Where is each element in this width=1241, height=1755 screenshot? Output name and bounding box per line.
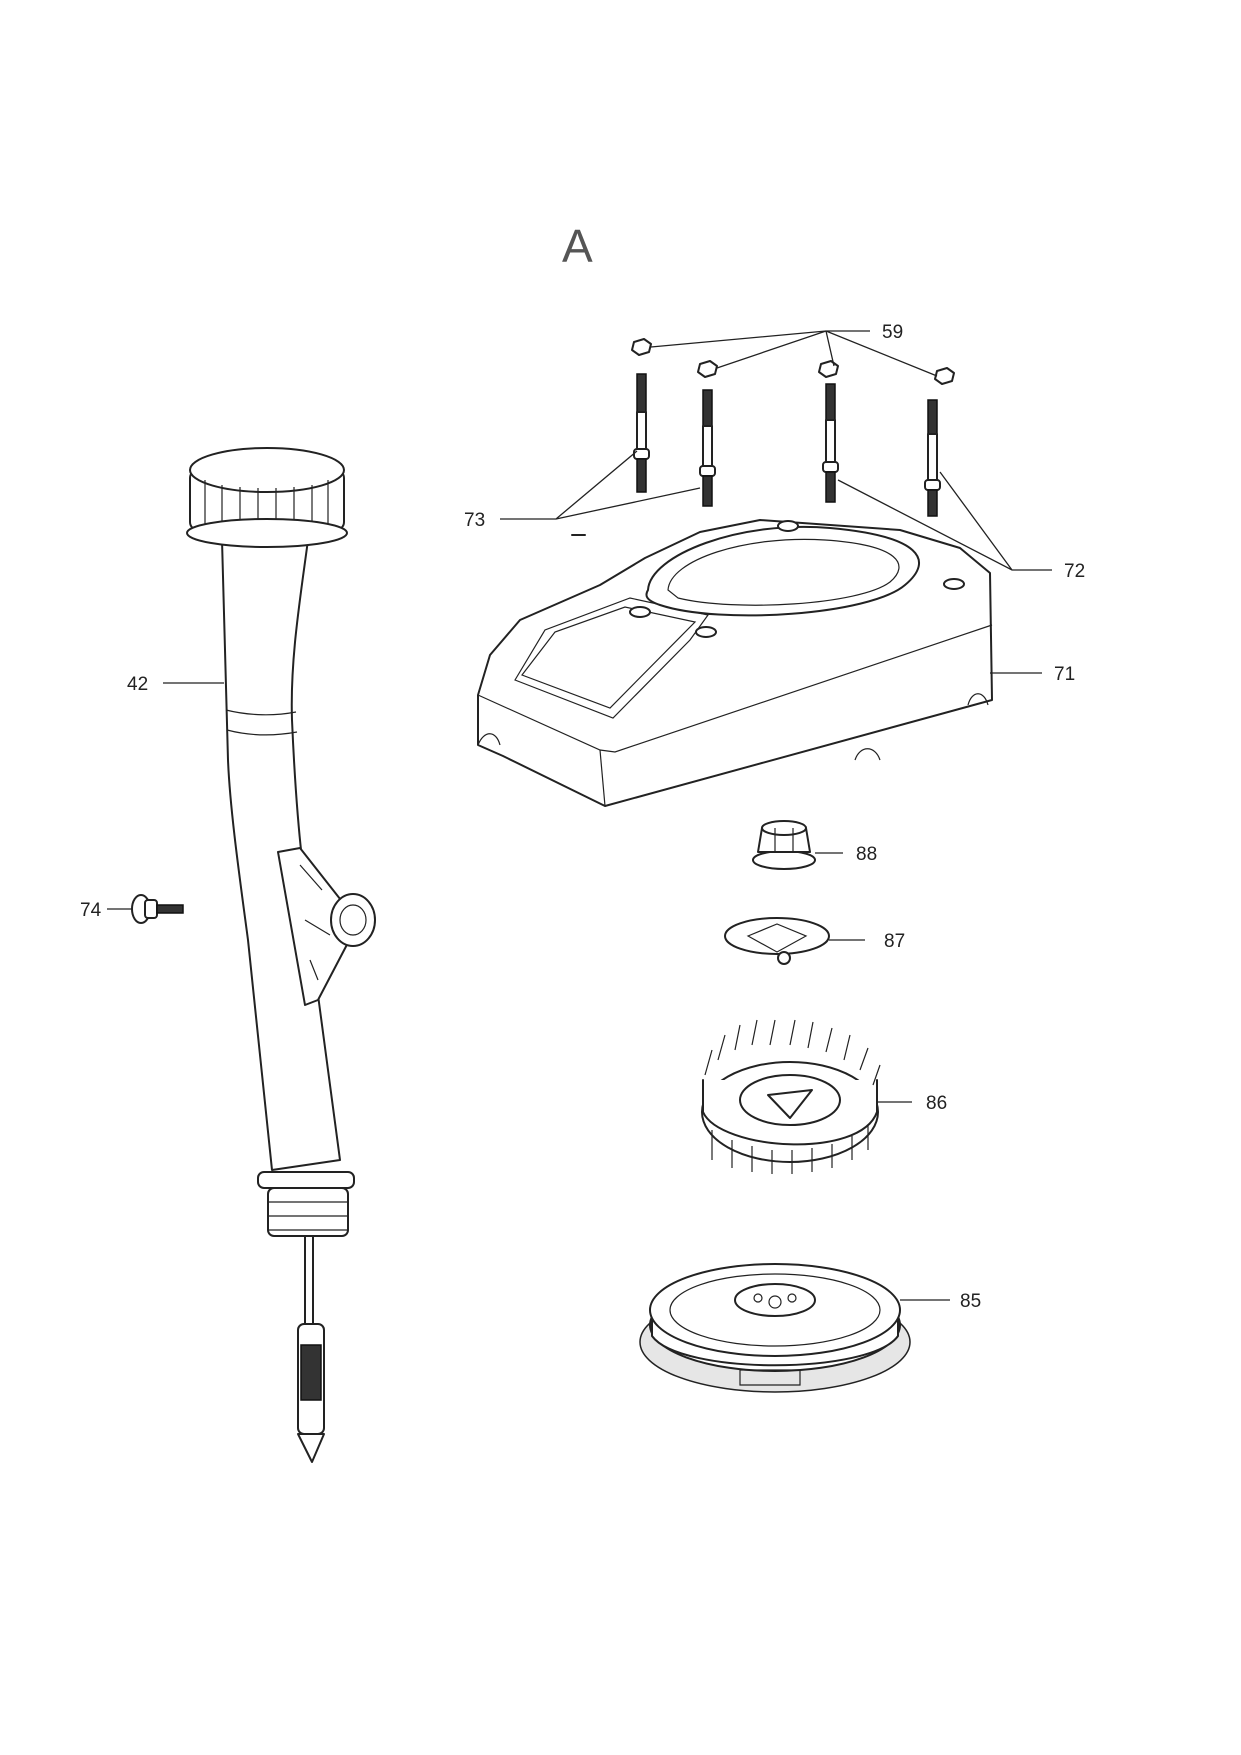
dipstick-tube-icon — [186, 447, 376, 1463]
part-87-screen-plate[interactable]: 87 — [724, 917, 905, 965]
bolt-icon — [131, 894, 184, 924]
part-59-nuts[interactable]: 59 — [631, 322, 955, 385]
callout-42[interactable]: 42 — [127, 674, 148, 695]
callout-87[interactable]: 87 — [884, 931, 905, 952]
leader-73 — [500, 450, 701, 520]
screen-plate-icon — [724, 917, 830, 965]
part-88-flange-nut[interactable]: 88 — [752, 820, 877, 870]
stud-icon — [633, 373, 716, 507]
part-85-flywheel[interactable]: 85 — [639, 1263, 981, 1393]
part-74-bolt[interactable]: 74 — [80, 894, 184, 924]
callout-59[interactable]: 59 — [882, 322, 903, 343]
part-73-studs[interactable]: 73 — [464, 373, 716, 531]
callout-72[interactable]: 72 — [1064, 561, 1085, 582]
callout-73[interactable]: 73 — [464, 510, 485, 531]
nut-icon — [631, 338, 955, 385]
leader-59 — [650, 330, 938, 377]
callout-71[interactable]: 71 — [1054, 664, 1075, 685]
fan-icon — [701, 1019, 881, 1174]
part-72-studs[interactable]: 72 — [822, 383, 1085, 582]
callout-88[interactable]: 88 — [856, 844, 877, 865]
blower-housing-icon — [477, 519, 993, 807]
part-86-fan[interactable]: 86 — [701, 1019, 947, 1174]
leader-72 — [837, 471, 1052, 571]
flange-nut-icon — [752, 820, 816, 870]
part-71-blower-housing[interactable]: 71 — [477, 519, 1075, 807]
callout-85[interactable]: 85 — [960, 1291, 981, 1312]
callout-74[interactable]: 74 — [80, 900, 102, 921]
section-label: A — [562, 220, 593, 272]
flywheel-icon — [639, 1263, 911, 1393]
part-42-dipstick-tube[interactable]: 42 — [127, 447, 376, 1463]
callout-86[interactable]: 86 — [926, 1093, 947, 1114]
stud-icon — [822, 383, 941, 517]
